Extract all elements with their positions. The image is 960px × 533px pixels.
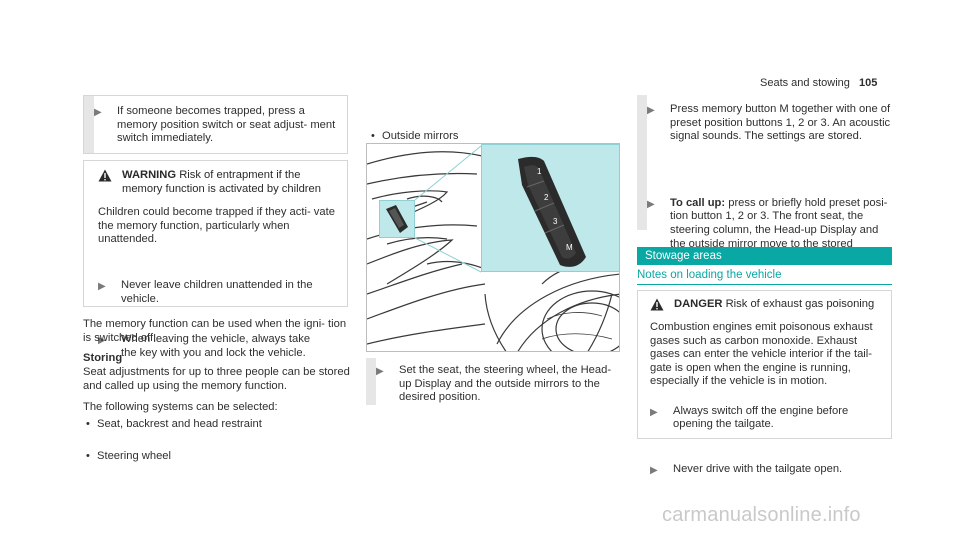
memory-button-2: 2: [544, 193, 549, 202]
intro-step-text: If someone becomes trapped, press a memo…: [117, 105, 336, 145]
memory-button-1: 1: [537, 167, 542, 176]
system-item: Steering wheel: [83, 450, 960, 464]
subsection-title: Notes on loading the vehicle: [637, 269, 782, 281]
systems-intro: The following systems can be selected:: [83, 401, 278, 413]
door-panel-figure: 1 2 3 M: [366, 143, 620, 352]
memory-paragraph: The memory function can be used when the…: [83, 318, 347, 344]
step-arrow-icon: ▶: [650, 464, 658, 476]
step-band: [366, 358, 376, 405]
step-band: [637, 95, 647, 230]
danger-header: DANGER Risk of exhaust gas poisoning: [650, 298, 888, 312]
inset-zoom: 1 2 3 M: [481, 144, 619, 272]
warning-step-2-text: When leaving the vehicle, always take th…: [121, 333, 311, 359]
step-arrow-icon: ▶: [98, 335, 106, 347]
set-step-text: Set the seat, the steering wheel, the He…: [399, 364, 612, 404]
danger-step-2-text: Never drive with the tailgate open.: [673, 462, 843, 475]
store-step: ▶ Press memory button M together with on…: [647, 103, 892, 144]
step-arrow-icon: ▶: [98, 281, 106, 293]
recall-steps: ▶ Press memory button M together with on…: [637, 95, 892, 263]
set-step: ▶ Set the seat, the steering wheel, the …: [376, 364, 620, 405]
memory-switch-icon: [386, 205, 408, 233]
page-number: 105: [858, 77, 878, 89]
step-arrow-icon: ▶: [650, 406, 658, 418]
warning-label: WARNING: [122, 169, 177, 181]
warning-step-1: ▶ Never leave children unattended in the…: [98, 279, 323, 306]
memory-button-3: 3: [553, 217, 558, 226]
warning-header: WARNING Risk of entrapment if the memory…: [98, 169, 338, 196]
warning-body: Children could become trapped if they ac…: [98, 206, 335, 246]
step-arrow-icon: ▶: [376, 366, 384, 377]
danger-triangle-icon: [650, 298, 664, 311]
call-up-step: ▶ To call up: press or briefly hold pres…: [647, 197, 892, 265]
danger-title: Risk of exhaust gas poisoning: [725, 298, 875, 310]
call-up-step-text: press or briefly hold preset posi- tion …: [670, 196, 888, 263]
danger-step-1: ▶ Always switch off the engine before op…: [650, 405, 860, 432]
subsection-rule: [637, 284, 892, 285]
step-arrow-icon: ▶: [647, 198, 655, 210]
switch-highlight: [379, 200, 415, 238]
warning-box: WARNING Risk of entrapment if the memory…: [83, 160, 348, 359]
step-arrow-icon: ▶: [647, 105, 655, 116]
danger-body: Combustion engines emit poisonous exhaus…: [650, 321, 873, 388]
warning-step-1-text: Never leave children unattended in the v…: [121, 279, 313, 305]
running-header: Seats and stowing 105: [760, 77, 877, 91]
system-item: Seat, backrest and head restraint: [83, 418, 960, 432]
set-step-box: ▶ Set the seat, the steering wheel, the …: [366, 358, 620, 405]
danger-box: DANGER Risk of exhaust gas poisoning Com…: [637, 290, 892, 476]
header-title: Seats and stowing: [760, 77, 850, 89]
warning-title: Risk of entrapment if the memory functio…: [122, 169, 321, 195]
step-band: [84, 96, 94, 153]
store-step-text: Press memory button M together with one …: [670, 103, 891, 143]
warning-step-2: ▶ When leaving the vehicle, always take …: [98, 333, 323, 360]
callout-lines: [414, 145, 482, 273]
step-arrow-icon: ▶: [94, 107, 102, 118]
danger-step-2: ▶ Never drive with the tailgate open.: [650, 463, 875, 477]
intro-step: ▶ If someone becomes trapped, press a me…: [94, 105, 339, 146]
watermark: carmanualsonline.info: [662, 504, 861, 526]
call-up-label: To call up:: [670, 196, 726, 209]
danger-step-1-text: Always switch off the engine before open…: [673, 404, 849, 431]
memory-buttons-panel: [518, 156, 586, 267]
section-title: Stowage areas: [637, 247, 892, 265]
warning-triangle-icon: [98, 169, 112, 182]
memory-button-m: M: [566, 243, 573, 252]
system-item: Outside mirrors: [368, 130, 960, 144]
danger-label: DANGER: [674, 298, 723, 310]
storing-text: Seat adjustments for up to three people …: [83, 366, 350, 392]
intro-step-box: ▶ If someone becomes trapped, press a me…: [83, 95, 348, 154]
storing-heading: Storing: [83, 352, 123, 364]
